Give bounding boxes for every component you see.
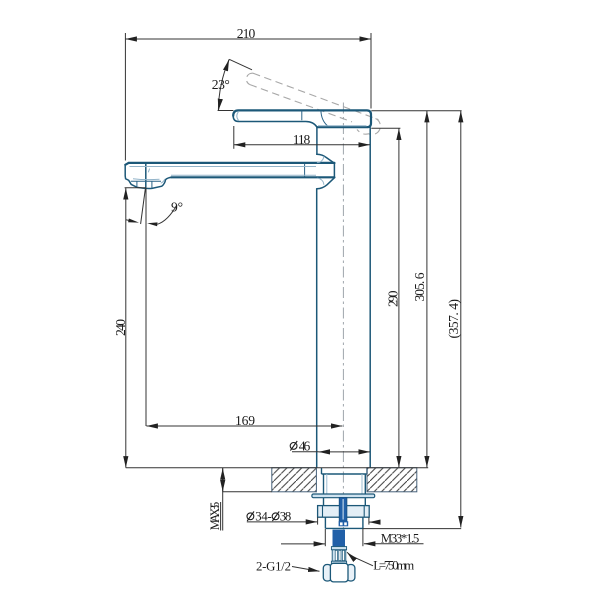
svg-text:2-G1/2: 2-G1/2 — [256, 559, 291, 573]
svg-text:240: 240 — [113, 319, 128, 336]
svg-text:46: 46 — [299, 438, 311, 453]
svg-text:L=750mm: L=750mm — [373, 559, 414, 573]
svg-text:23°: 23° — [212, 77, 230, 92]
svg-text:34-: 34- — [255, 510, 272, 524]
svg-text:169: 169 — [235, 413, 255, 428]
svg-text:210: 210 — [237, 26, 256, 41]
svg-text:MAX35: MAX35 — [208, 502, 222, 531]
svg-text:305. 6: 305. 6 — [412, 272, 427, 301]
svg-text:290: 290 — [385, 290, 400, 307]
svg-text:(357. 4): (357. 4) — [446, 299, 462, 339]
svg-text:M33*1.5: M33*1.5 — [381, 532, 420, 546]
svg-text:38: 38 — [280, 510, 292, 524]
svg-text:9°: 9° — [171, 200, 183, 215]
svg-text:118: 118 — [293, 132, 311, 147]
